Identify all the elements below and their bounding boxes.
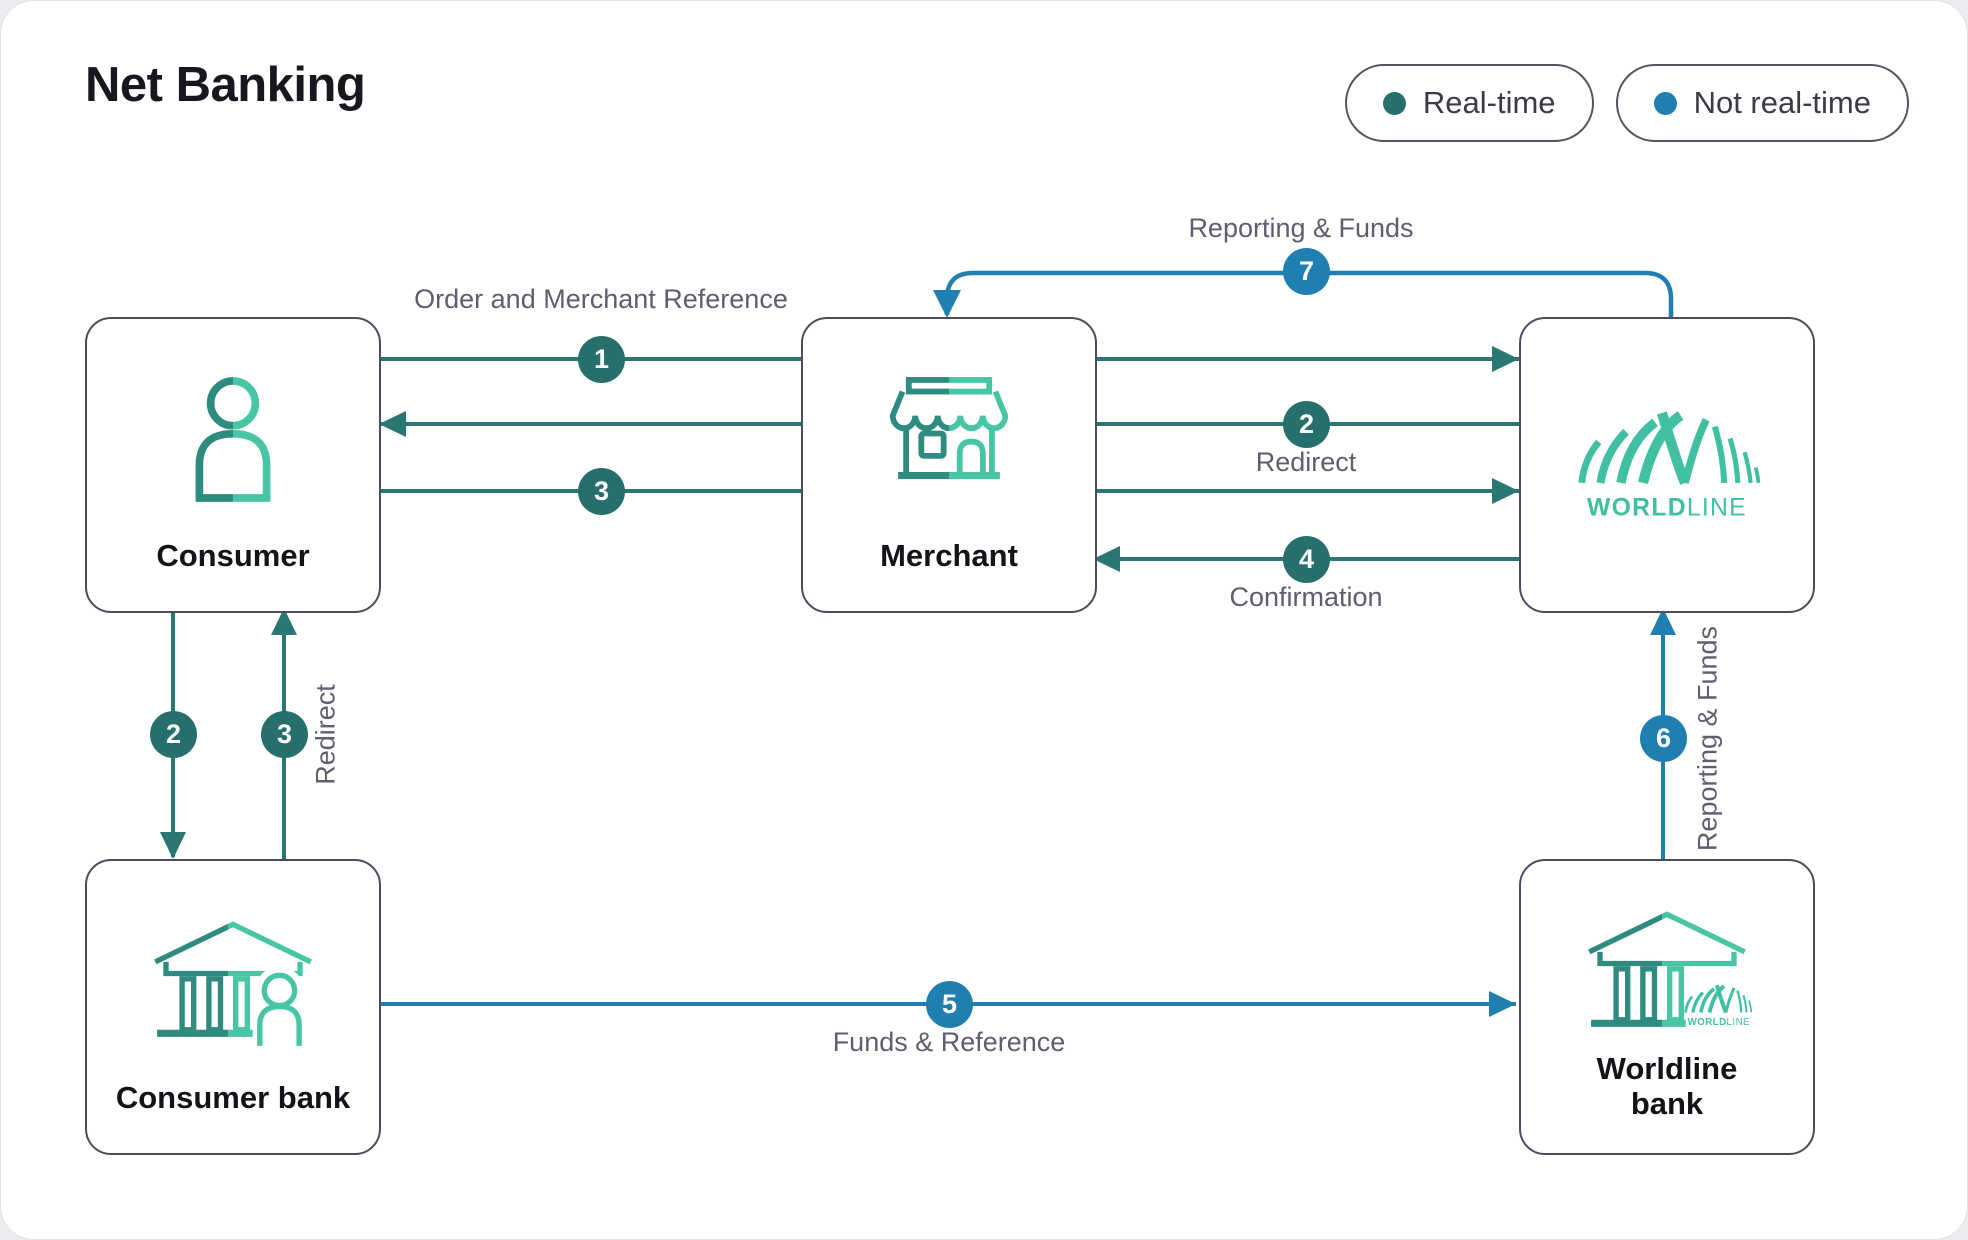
node-worldline [1519,317,1815,613]
flow6-step-badge: 6 [1640,715,1687,762]
flow4-step-badge: 4 [1283,536,1330,583]
flow1-arrowhead-icon [1492,346,1519,372]
node-consumer: Consumer [85,317,381,613]
flow2-step-badge: 2 [1283,401,1330,448]
consumer-bank-label: Consumer bank [115,1080,351,1115]
merchant-label: Merchant [880,538,1018,573]
consumer-label: Consumer [156,538,310,573]
flow6-vertical-label: Reporting & Funds [1692,625,1723,852]
flow1-label: Order and Merchant Reference [414,284,788,314]
legend-realtime: Real-time [1344,64,1594,142]
flow5-arrowhead-icon [1489,991,1516,1017]
flow1-step-badge: 1 [578,336,625,383]
flow2-label: Redirect [1255,447,1357,477]
store-icon [889,377,1009,480]
not-realtime-dot-icon [1653,91,1677,115]
legend-not-realtime-label: Not real-time [1693,85,1871,120]
bank-person-icon [154,921,312,1053]
person-icon [195,377,271,502]
bank-worldline-icon [1588,911,1752,1042]
flow2-down-arrowhead-icon [160,832,186,859]
legend: Real-time Not real-time [1344,64,1909,142]
node-worldline-bank: Worldline bank [1519,859,1815,1155]
flow3-vertical-step-badge: 3 [261,711,308,758]
flow4-label: Confirmation [1229,582,1383,612]
legend-realtime-label: Real-time [1422,85,1556,120]
realtime-dot-icon [1382,91,1406,115]
worldline-bank-label: Worldline bank [1596,1051,1738,1121]
flow2-vertical-step-badge: 2 [150,711,197,758]
flow5-step-badge: 5 [926,981,973,1028]
flow4-arrowhead-icon [1093,546,1120,572]
flow2-arrowhead-icon [379,411,406,437]
flow5-label: Funds & Reference [832,1027,1066,1057]
legend-not-realtime: Not real-time [1615,64,1909,142]
flow7-label: Reporting & Funds [1188,213,1414,243]
flow3-step-badge: 3 [578,468,625,515]
flow3-redirect-vertical-label: Redirect [310,684,341,785]
flow7-arrowhead-icon [933,290,961,318]
node-consumer-bank: Consumer bank [85,859,381,1155]
node-merchant: Merchant [801,317,1097,613]
page-title: Net Banking [85,58,366,112]
flow3-arrowhead-icon [1492,478,1519,504]
flow7-step-badge: 7 [1283,248,1330,295]
